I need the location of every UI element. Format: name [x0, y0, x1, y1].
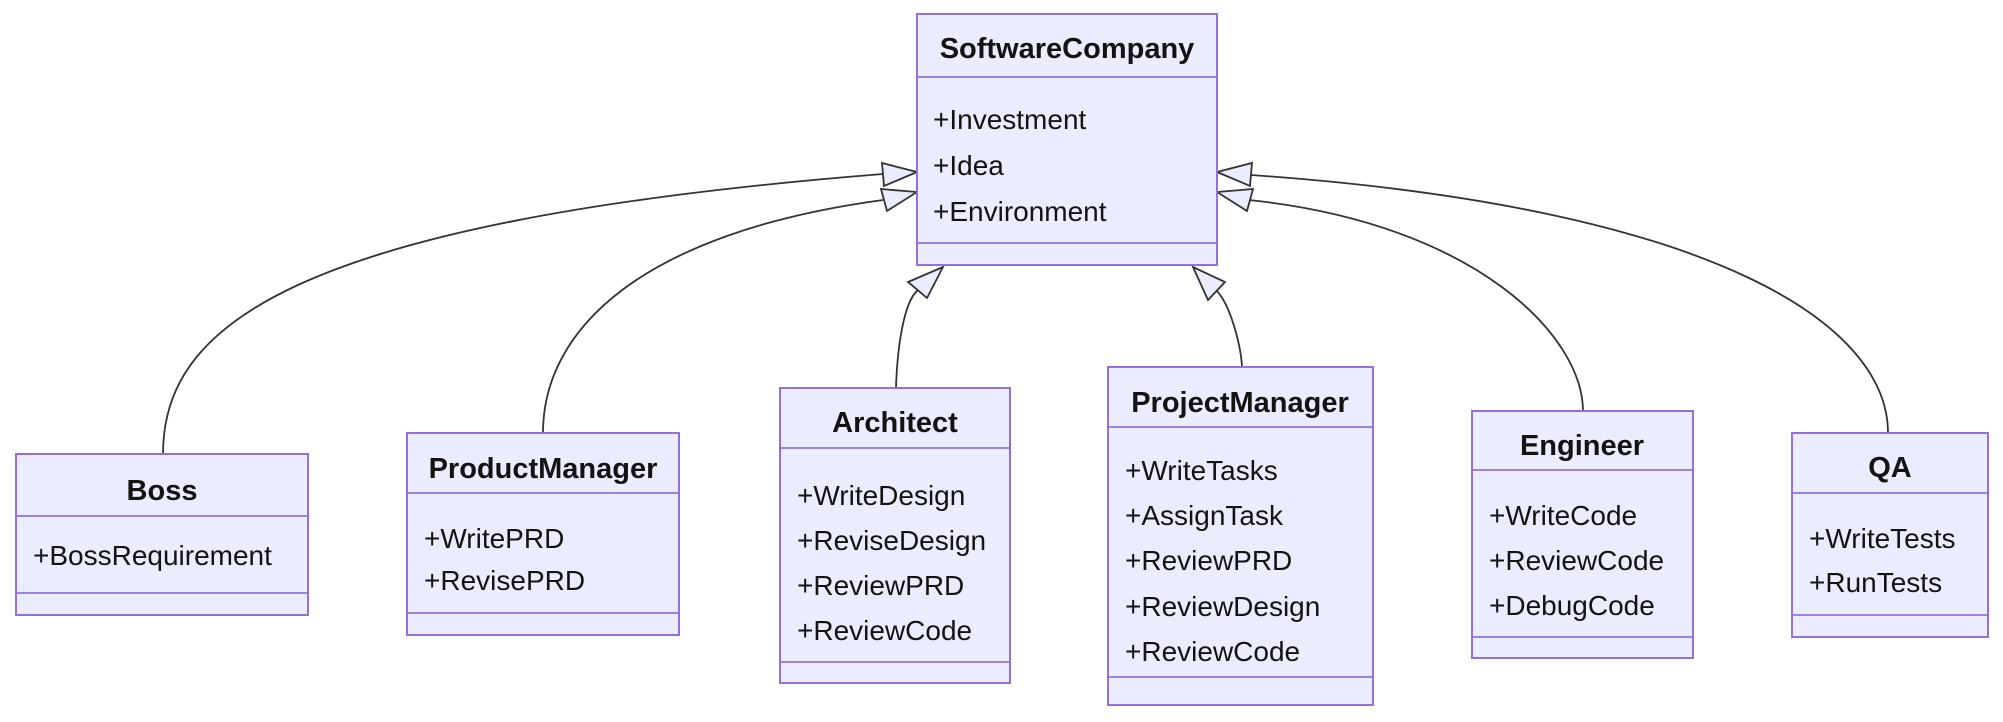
class-rect — [1107, 366, 1374, 706]
class-attribute: +AssignTask — [1125, 500, 1284, 531]
class-attribute: +ReviewDesign — [1125, 591, 1320, 622]
class-box-engineer: Engineer +WriteCode +ReviewCode +DebugCo… — [1471, 410, 1694, 659]
inheritance-arrowhead-qa — [1214, 161, 1254, 188]
class-attribute: +ReviewCode — [797, 615, 972, 646]
edge-boss-to-softwarecompany — [162, 173, 884, 455]
edge-projectmanager-to-softwarecompany — [1215, 289, 1243, 368]
class-attribute: +ReviseDesign — [797, 525, 986, 556]
class-title: Architect — [832, 407, 958, 439]
class-attribute: +WriteTasks — [1125, 455, 1278, 486]
class-attribute: +RevisePRD — [424, 565, 585, 596]
class-title: Boss — [127, 475, 198, 507]
class-attribute: +BossRequirement — [33, 540, 272, 571]
inheritance-arrowhead-projectmanager — [1191, 265, 1227, 302]
class-attribute: +DebugCode — [1489, 590, 1655, 621]
class-box-architect: Architect +WriteDesign +ReviseDesign +Re… — [779, 387, 1011, 684]
class-title: SoftwareCompany — [940, 33, 1195, 65]
edge-engineer-to-softwarecompany — [1248, 199, 1584, 412]
class-attribute: +ReviewCode — [1489, 545, 1664, 576]
class-box-qa: QA +WriteTests +RunTests — [1791, 432, 1989, 638]
class-title: QA — [1868, 452, 1912, 484]
class-attribute: +WriteCode — [1489, 500, 1637, 531]
class-attribute: +Environment — [933, 196, 1107, 227]
inheritance-arrowhead-engineer — [1214, 187, 1255, 213]
class-attribute: +RunTests — [1809, 567, 1942, 598]
class-box-projectmanager: ProjectManager +WriteTasks +AssignTask +… — [1107, 366, 1374, 706]
class-rect — [1791, 432, 1989, 638]
edge-architect-to-softwarecompany — [895, 289, 919, 389]
class-box-productmanager: ProductManager +WritePRD +RevisePRD — [406, 432, 680, 636]
inheritance-arrowhead-productmanager — [879, 187, 920, 213]
class-rect — [916, 13, 1218, 266]
class-attribute: +ReviewPRD — [797, 570, 964, 601]
class-attribute: +WriteTests — [1809, 523, 1956, 554]
inheritance-arrowhead-architect — [906, 265, 945, 300]
class-box-softwarecompany: SoftwareCompany +Investment +Idea +Envir… — [916, 13, 1218, 266]
class-rect — [779, 387, 1011, 684]
class-attribute: +Investment — [933, 104, 1087, 135]
class-title: ProductManager — [429, 453, 658, 485]
class-attribute: +Idea — [933, 150, 1004, 181]
class-rect — [406, 432, 680, 636]
class-rect — [1471, 410, 1694, 659]
class-attribute: +ReviewPRD — [1125, 545, 1292, 576]
class-title: Engineer — [1520, 430, 1644, 462]
class-box-boss: Boss +BossRequirement — [15, 453, 309, 616]
edge-productmanager-to-softwarecompany — [542, 199, 884, 434]
inheritance-arrowhead-boss — [880, 161, 920, 188]
class-attribute: +ReviewCode — [1125, 636, 1300, 667]
edge-layer — [162, 161, 1889, 455]
class-rect — [15, 453, 309, 616]
edge-qa-to-softwarecompany — [1250, 174, 1889, 434]
class-title: ProjectManager — [1131, 387, 1349, 419]
class-attribute: +WriteDesign — [797, 480, 965, 511]
class-attribute: +WritePRD — [424, 523, 564, 554]
